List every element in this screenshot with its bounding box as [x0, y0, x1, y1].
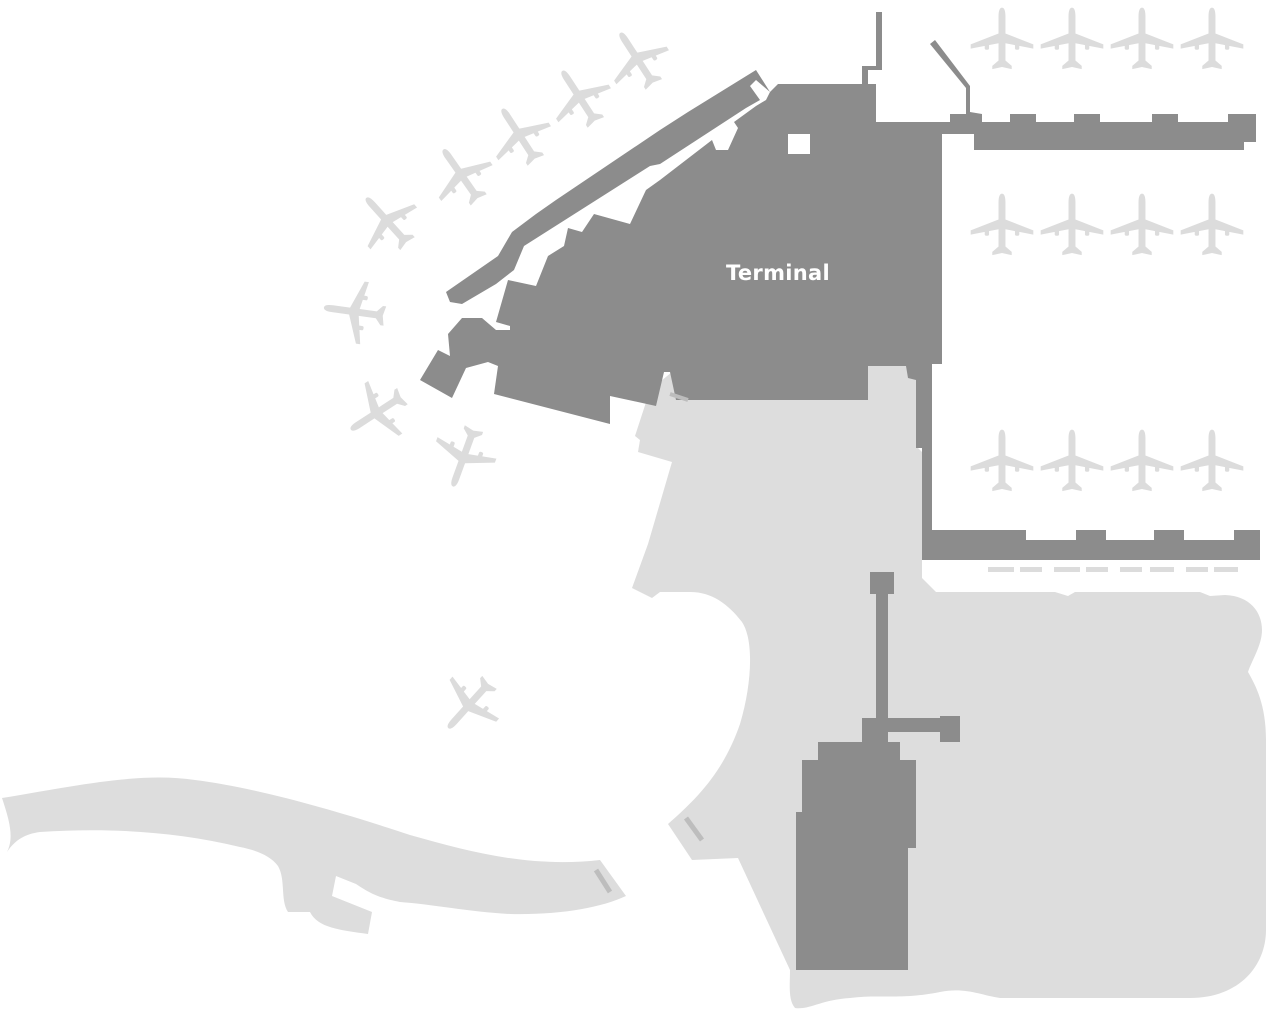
airplane-icon: [1110, 7, 1174, 70]
apron-main: [632, 366, 1266, 1009]
terminal-label: Terminal: [726, 261, 830, 285]
airplane-icon: [970, 7, 1034, 70]
airplane-icon: [1180, 7, 1244, 70]
airplane-icon: [1110, 193, 1174, 256]
airplane-icon: [333, 369, 420, 456]
main-terminal-building: [420, 12, 1260, 560]
airplane-icon: [425, 661, 513, 750]
terminal-courtyard: [788, 134, 810, 154]
apron-area: [2, 366, 1266, 1009]
satellite-building: [796, 572, 960, 970]
airplane-icon: [1180, 193, 1244, 256]
airplane-icon: [970, 193, 1034, 256]
airplane-icon: [423, 417, 504, 498]
gate-cutout: [576, 386, 586, 406]
apron-strip: [2, 777, 626, 934]
airplane-icon: [1180, 429, 1244, 492]
buildings: [420, 12, 1260, 970]
airplane-icon: [1040, 429, 1104, 492]
airplane-icon: [1110, 429, 1174, 492]
airplane-icon: [1040, 193, 1104, 256]
airplane-icon: [1040, 7, 1104, 70]
airplane-icon: [319, 276, 390, 348]
airplane-icon: [417, 131, 505, 218]
airplane-icon: [343, 176, 431, 265]
airplane-icon: [970, 429, 1034, 492]
jet-bridges: [593, 392, 705, 894]
